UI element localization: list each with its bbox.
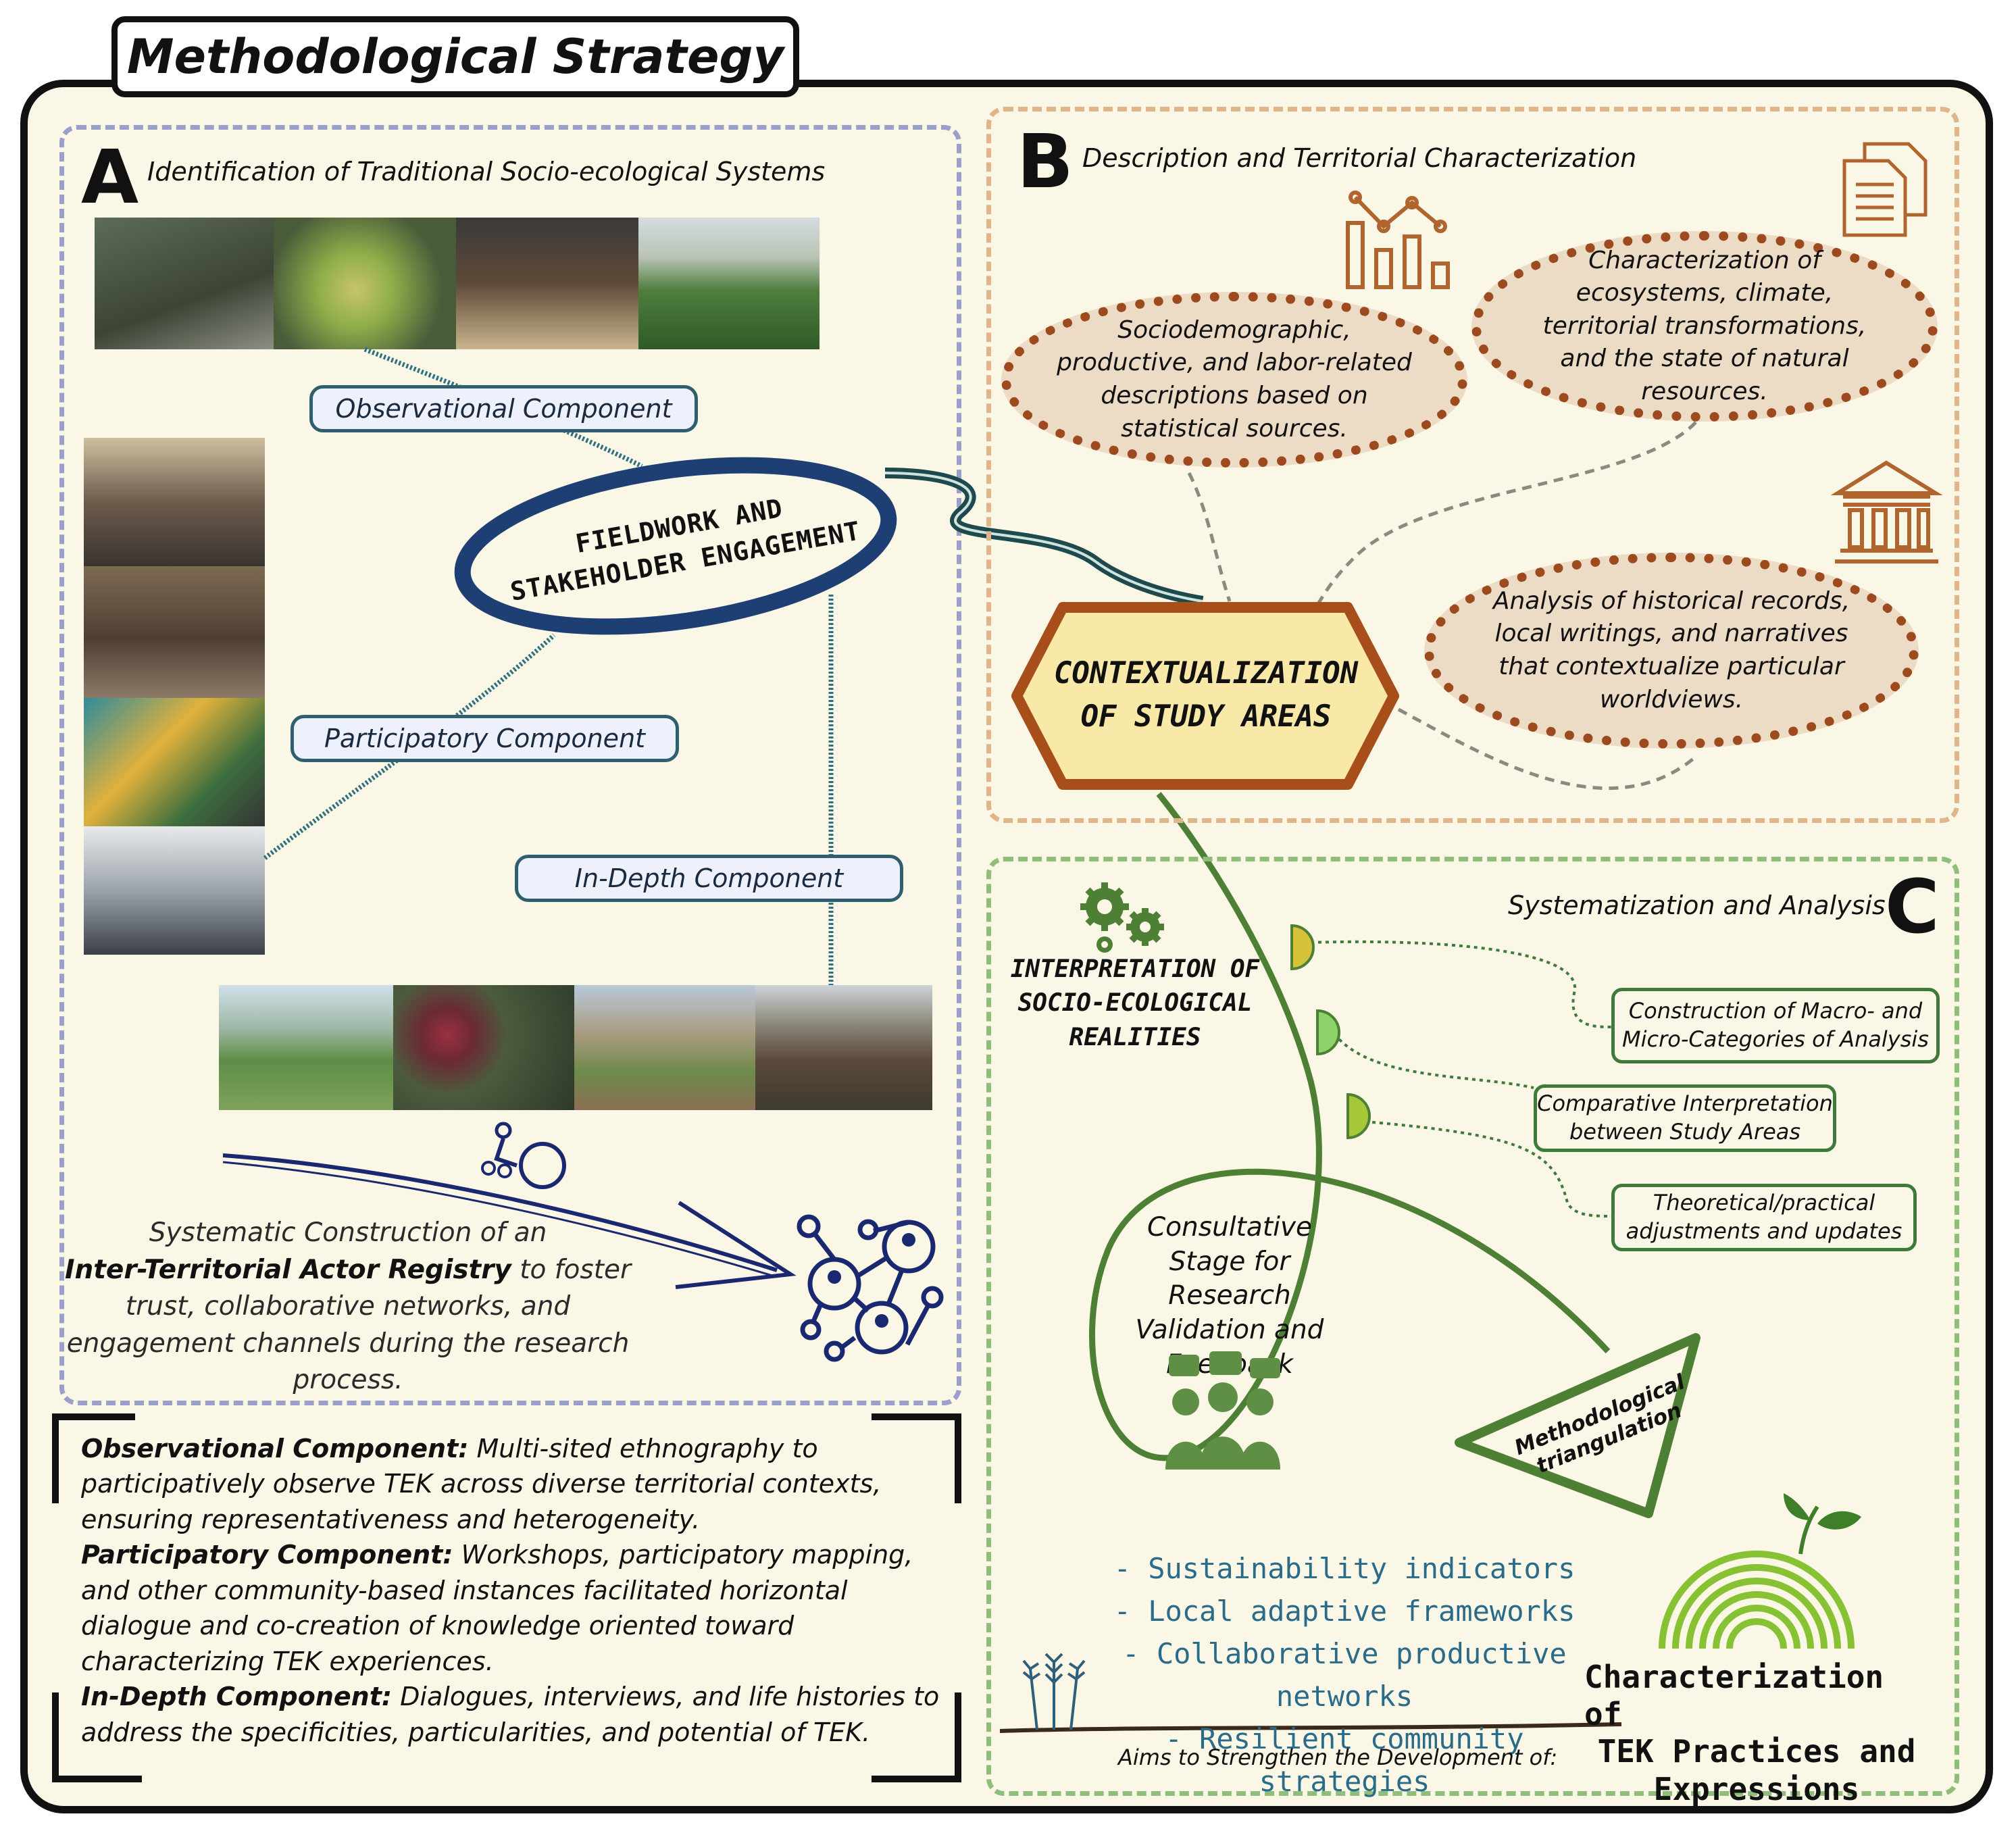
- registry-line-2-rest: to foster: [511, 1254, 632, 1285]
- result-label: Characterization of TEK Practices and Ex…: [1584, 1659, 1929, 1808]
- result-line-1: Characterization of: [1584, 1659, 1884, 1733]
- component-notes: Observational Component: Multi-sited eth…: [81, 1431, 953, 1750]
- photo-kitchen: [456, 218, 638, 349]
- aims-list: - Sustainability indicators - Local adap…: [1108, 1547, 1581, 1803]
- hexagon-line-1: CONTEXTUALIZATION: [1053, 656, 1359, 691]
- interpretation-line-1: INTERPRETATION OF: [1010, 955, 1260, 983]
- note-in-depth-term: In-Depth Component:: [81, 1682, 393, 1712]
- pill-participatory: Participatory Component: [291, 715, 679, 762]
- ellipse-sociodemographic: Sociodemographic, productive, and labor-…: [1001, 292, 1467, 468]
- panel-c-title: Systematization and Analysis: [1508, 891, 1886, 920]
- registry-line-2: Inter-Territorial Actor Registry to fost…: [64, 1252, 632, 1289]
- note-participatory-text: Workshops, participatory mapping, and ot…: [81, 1540, 913, 1676]
- photo-classroom: [84, 826, 265, 955]
- panel-b-letter: B: [1017, 118, 1074, 205]
- registry-line-5: process.: [293, 1365, 403, 1396]
- panel-b: [986, 107, 1959, 823]
- note-in-depth-text: Dialogues, interviews, and life historie…: [81, 1682, 940, 1747]
- institution-icon: [1831, 460, 1942, 563]
- photo-greenhouse: [219, 985, 393, 1110]
- note-observational-term: Observational Component:: [81, 1434, 469, 1463]
- result-line-3: Expressions: [1653, 1770, 1860, 1807]
- panel-a-title: Identification of Traditional Socio-ecol…: [147, 157, 826, 186]
- panel-a: [59, 125, 961, 1405]
- document-icon: [1842, 142, 1927, 237]
- box-macro-micro-categories: Construction of Macro- and Micro-Categor…: [1611, 988, 1940, 1063]
- registry-bold: Inter-Territorial Actor Registry: [64, 1254, 511, 1285]
- wheat-icon: [1022, 1653, 1086, 1730]
- panel-a-letter: A: [81, 134, 139, 220]
- ellipse-ecosystems: Characterization of ecosystems, climate,…: [1471, 231, 1938, 422]
- plant-icon: [1659, 1493, 1861, 1649]
- hexagon-label: CONTEXTUALIZATION OF STUDY AREAS: [1027, 652, 1385, 738]
- aim-1: - Sustainability indicators: [1113, 1552, 1576, 1585]
- panel-c-letter: C: [1885, 863, 1940, 950]
- note-observational-text: Multi-sited ethnography to participative…: [81, 1434, 882, 1534]
- interpretation-line-3: REALITIES: [1069, 1023, 1201, 1051]
- ellipse-historical-records: Analysis of historical records, local wr…: [1424, 553, 1919, 749]
- photo-vineyard: [755, 985, 932, 1110]
- gears-icon: [1080, 882, 1164, 953]
- photo-group-indoor: [84, 438, 265, 566]
- aim-4: - Resilient community strategies: [1165, 1722, 1524, 1798]
- registry-line-3: trust, collaborative networks, and: [125, 1291, 571, 1322]
- panel-b-title: Description and Territorial Characteriza…: [1082, 143, 1637, 173]
- note-in-depth: In-Depth Component: Dialogues, interview…: [81, 1679, 953, 1750]
- fieldwork-ellipse: [454, 457, 897, 635]
- page-title: Methodological Strategy: [126, 29, 784, 84]
- path-markers: [1290, 924, 1371, 1140]
- box-comparative-interpretation: Comparative Interpretation between Study…: [1534, 1084, 1836, 1152]
- photo-mural-workshop: [84, 698, 265, 826]
- pill-in-depth: In-Depth Component: [515, 855, 903, 902]
- photo-group-outdoor: [84, 566, 265, 698]
- cyclist-icon: [481, 1122, 566, 1189]
- title-box: Methodological Strategy: [111, 16, 799, 97]
- hexagon-shape: [1011, 602, 1399, 790]
- photo-interview: [393, 985, 574, 1110]
- interpretation-line-2: SOCIO-ECOLOGICAL: [1017, 989, 1253, 1018]
- triangulation-triangle: [1455, 1333, 1700, 1518]
- registry-line-1: Systematic Construction of an: [149, 1218, 547, 1248]
- box-adjustments-updates: Theoretical/practical adjustments and up…: [1611, 1184, 1917, 1251]
- notes-brackets: [52, 1413, 961, 1782]
- note-participatory: Participatory Component: Workshops, part…: [81, 1537, 953, 1679]
- aims-caption: Aims to Strengthen the Development of:: [1118, 1745, 1558, 1770]
- aim-3: - Collaborative productive networks: [1122, 1637, 1567, 1713]
- registry-line-4: engagement channels during the research: [66, 1328, 630, 1359]
- network-icon: [797, 1214, 944, 1362]
- hexagon-line-2: OF STUDY AREAS: [1080, 699, 1332, 734]
- photo-crop-field: [638, 218, 820, 349]
- bar-chart-icon: [1346, 191, 1450, 289]
- aim-2: - Local adaptive frameworks: [1113, 1595, 1576, 1628]
- photo-terraces: [574, 985, 755, 1110]
- community-icon: [1165, 1351, 1280, 1470]
- panel-c: [986, 857, 1959, 1796]
- note-observational: Observational Component: Multi-sited eth…: [81, 1431, 953, 1537]
- note-participatory-term: Participatory Component:: [81, 1540, 453, 1570]
- pill-observational: Observational Component: [309, 385, 698, 432]
- interpretation-label: INTERPRETATION OF SOCIO-ECOLOGICAL REALI…: [1000, 953, 1270, 1055]
- result-line-2: TEK Practices and: [1597, 1733, 1916, 1770]
- photo-vegetables: [274, 218, 456, 349]
- registry-text: Systematic Construction of an Inter-Terr…: [64, 1215, 632, 1399]
- photo-field-worker: [95, 218, 274, 349]
